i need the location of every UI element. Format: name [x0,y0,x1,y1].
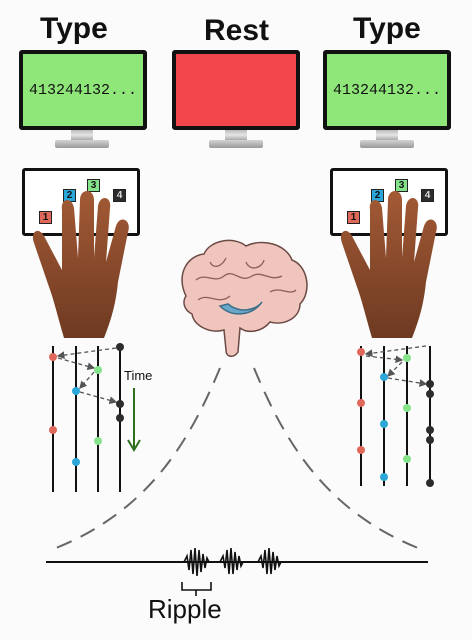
spike-dot [403,455,411,463]
spike-dot [116,414,124,422]
spike-dot [49,353,57,361]
monitor-left-base [55,140,109,148]
spike-dot [380,473,388,481]
ripple-burst [257,547,282,575]
hand-icon [340,191,437,338]
spike-dot [49,426,57,434]
time-arrow [127,388,141,452]
spike-dot [357,348,365,356]
key-2-right: 2 [371,189,384,202]
spike-dot [380,420,388,428]
timeline-arrows-right [364,345,428,387]
spike-dot [426,436,434,444]
spike-dots-left [49,343,124,466]
spike-dot [426,380,434,388]
key-3-right: 3 [395,179,408,192]
spike-dot [426,390,434,398]
spike-dot [357,399,365,407]
key-1-left: 1 [39,211,52,224]
title-type-left: Type [40,12,108,45]
hand-icon [32,191,129,338]
spike-dot [116,400,124,408]
monitor-right-neck [376,130,398,140]
spike-dot [403,404,411,412]
ripple-burst [219,547,244,575]
screen-rest [172,50,300,130]
ripple-burst [183,547,210,577]
key-4-right: 4 [421,189,434,202]
monitor-center-base [209,140,263,148]
ripple-bracket [181,582,212,596]
screen-left: 413244132... [19,50,147,130]
timeline-right [360,346,431,486]
title-type-right: Type [353,12,421,45]
timeline-arrows-left [56,347,118,405]
key-1-right: 1 [347,211,360,224]
spike-dot [357,446,365,454]
screen-right: 413244132... [323,50,451,130]
key-3-left: 3 [87,179,100,192]
spike-dot [94,366,102,374]
spike-dot [426,426,434,434]
spike-dots-right [357,348,434,487]
monitor-center-neck [225,130,247,140]
ripple-label: Ripple [148,594,222,624]
ripple-bursts [183,547,282,577]
monitor-left-neck [71,130,93,140]
spike-dot [426,479,434,487]
title-rest: Rest [204,14,270,47]
spike-dot [72,458,80,466]
brain-icon [181,239,308,357]
spike-dot [116,343,124,351]
key-4-left: 4 [113,189,126,202]
timeline-left [52,346,121,492]
replay-envelope [55,367,419,549]
time-label: Time [124,368,153,383]
spike-dot [403,354,411,362]
spike-dot [72,387,80,395]
screen-right-text: 413244132... [332,81,442,99]
spike-dot [94,437,102,445]
spike-dot [380,373,388,381]
screen-left-text: 413244132... [28,81,138,99]
monitor-right-base [360,140,414,148]
